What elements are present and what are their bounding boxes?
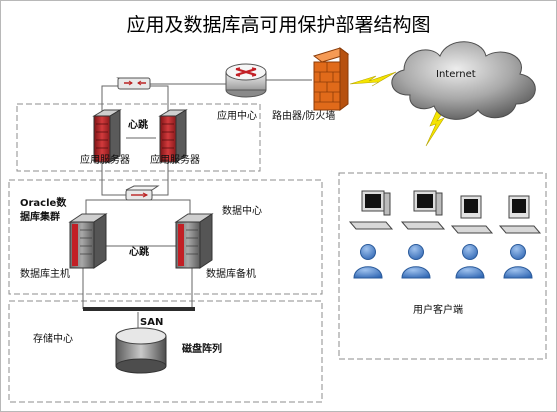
zone-frames [8,103,547,403]
label-data-center: 数据中心 [222,206,262,217]
label-app-server-2: 应用服务器 [150,155,200,166]
client-pcs [348,190,542,234]
router [225,63,267,98]
label-san: SAN [140,317,164,328]
user-4-icon [503,244,533,279]
firewall [312,47,350,111]
connection-lines [82,79,312,330]
top-switch [116,77,152,90]
users [353,244,533,279]
label-storage-center: 存储中心 [33,334,73,345]
zone-data-center [8,179,323,295]
middle-switch [125,185,160,201]
label-router-firewall: 路由器/防火墙 [272,111,336,122]
pc-4 [498,195,542,234]
user-2-icon [401,244,431,279]
label-disk-array: 磁盘阵列 [182,344,222,355]
diagram-title: 应用及数据库高可用保护部署结构图 [126,14,431,36]
zone-storage-center [8,300,323,403]
label-oracle-cluster: Oracle数据库集群 [20,198,67,223]
label-internet: Internet [436,69,476,80]
san-bus [83,307,195,311]
disk-array [115,327,167,374]
zone-user-client [338,172,547,360]
db-server-primary [68,213,108,269]
user-1-icon [353,244,383,279]
label-user-client: 用户客户端 [413,305,463,316]
db-server-standby [174,213,214,269]
pc-1 [348,190,394,230]
pc-3 [450,195,494,234]
label-heartbeat-db: 心跳 [129,247,149,258]
pc-2 [400,190,446,230]
user-3-icon [455,244,485,279]
label-db-primary: 数据库主机 [20,269,70,280]
label-app-server-1: 应用服务器 [80,155,130,166]
label-app-center: 应用中心 [217,111,257,122]
zone-app-center [16,103,261,172]
app-server-1 [92,109,122,163]
label-db-standby: 数据库备机 [206,269,256,280]
label-heartbeat-top: 心跳 [128,120,148,131]
internet-cloud [391,41,536,120]
app-server-2 [158,109,188,163]
